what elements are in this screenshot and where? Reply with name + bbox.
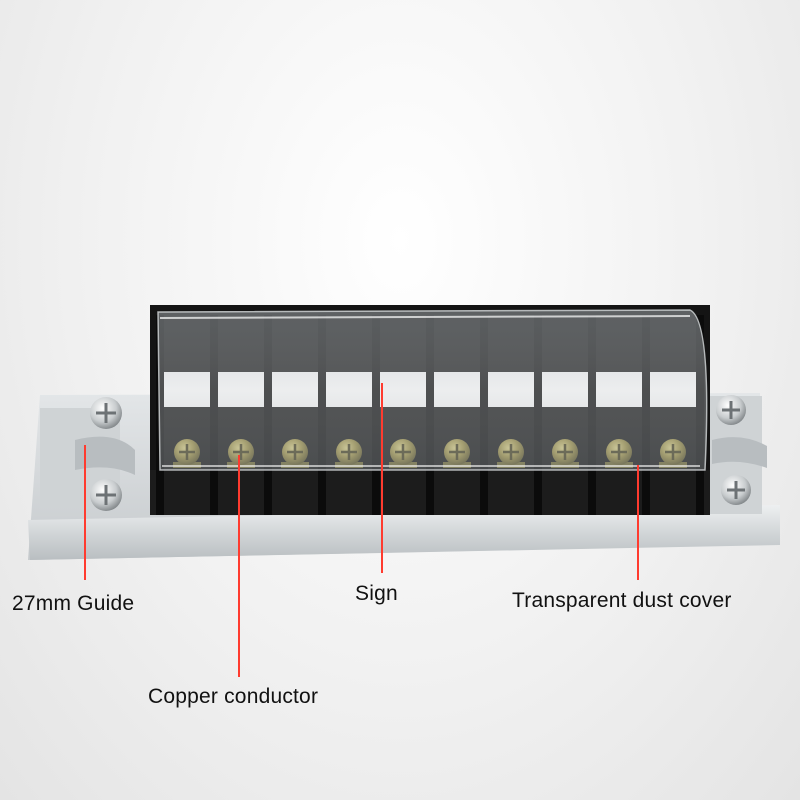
label-guide: 27mm Guide (12, 592, 135, 615)
mounting-screw-right-bottom (721, 475, 751, 505)
mounting-screw-left-bottom (90, 479, 122, 511)
label-sign: Sign (355, 582, 398, 605)
label-cover: Transparent dust cover (512, 589, 732, 612)
mounting-screw-left-top (90, 397, 122, 429)
label-conductor: Copper conductor (148, 685, 319, 708)
callout-line-conductor (238, 455, 240, 677)
callout-line-guide (84, 445, 86, 580)
callout-line-cover (637, 465, 639, 580)
mounting-screw-right-top (716, 395, 746, 425)
callout-line-sign (381, 383, 383, 573)
transparent-dust-cover (157, 309, 708, 471)
